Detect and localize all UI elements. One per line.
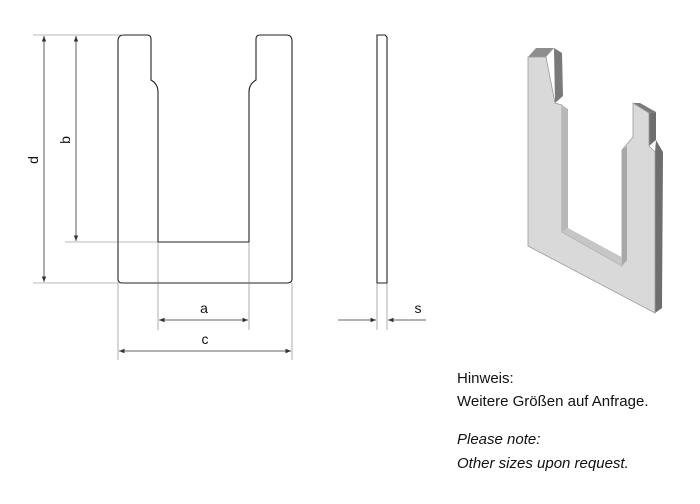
dimension-label-s: s (415, 300, 422, 316)
render-front-face (527, 56, 656, 314)
note-text-german: Weitere Größen auf Anfrage. (457, 393, 649, 410)
note-title-english: Please note: (457, 431, 541, 448)
front-view-outline (117, 34, 293, 284)
note-text-english: Other sizes upon request. (457, 455, 629, 472)
note-title-german: Hinweis: (457, 370, 514, 387)
dimension-label-d: d (25, 156, 41, 164)
extension-lines (33, 34, 388, 360)
dimension-label-b: b (57, 136, 73, 144)
shim-3d-render (527, 48, 663, 314)
dimension-label-c: c (202, 331, 209, 347)
dimension-label-a: a (200, 300, 208, 316)
side-view-outline (376, 34, 388, 284)
